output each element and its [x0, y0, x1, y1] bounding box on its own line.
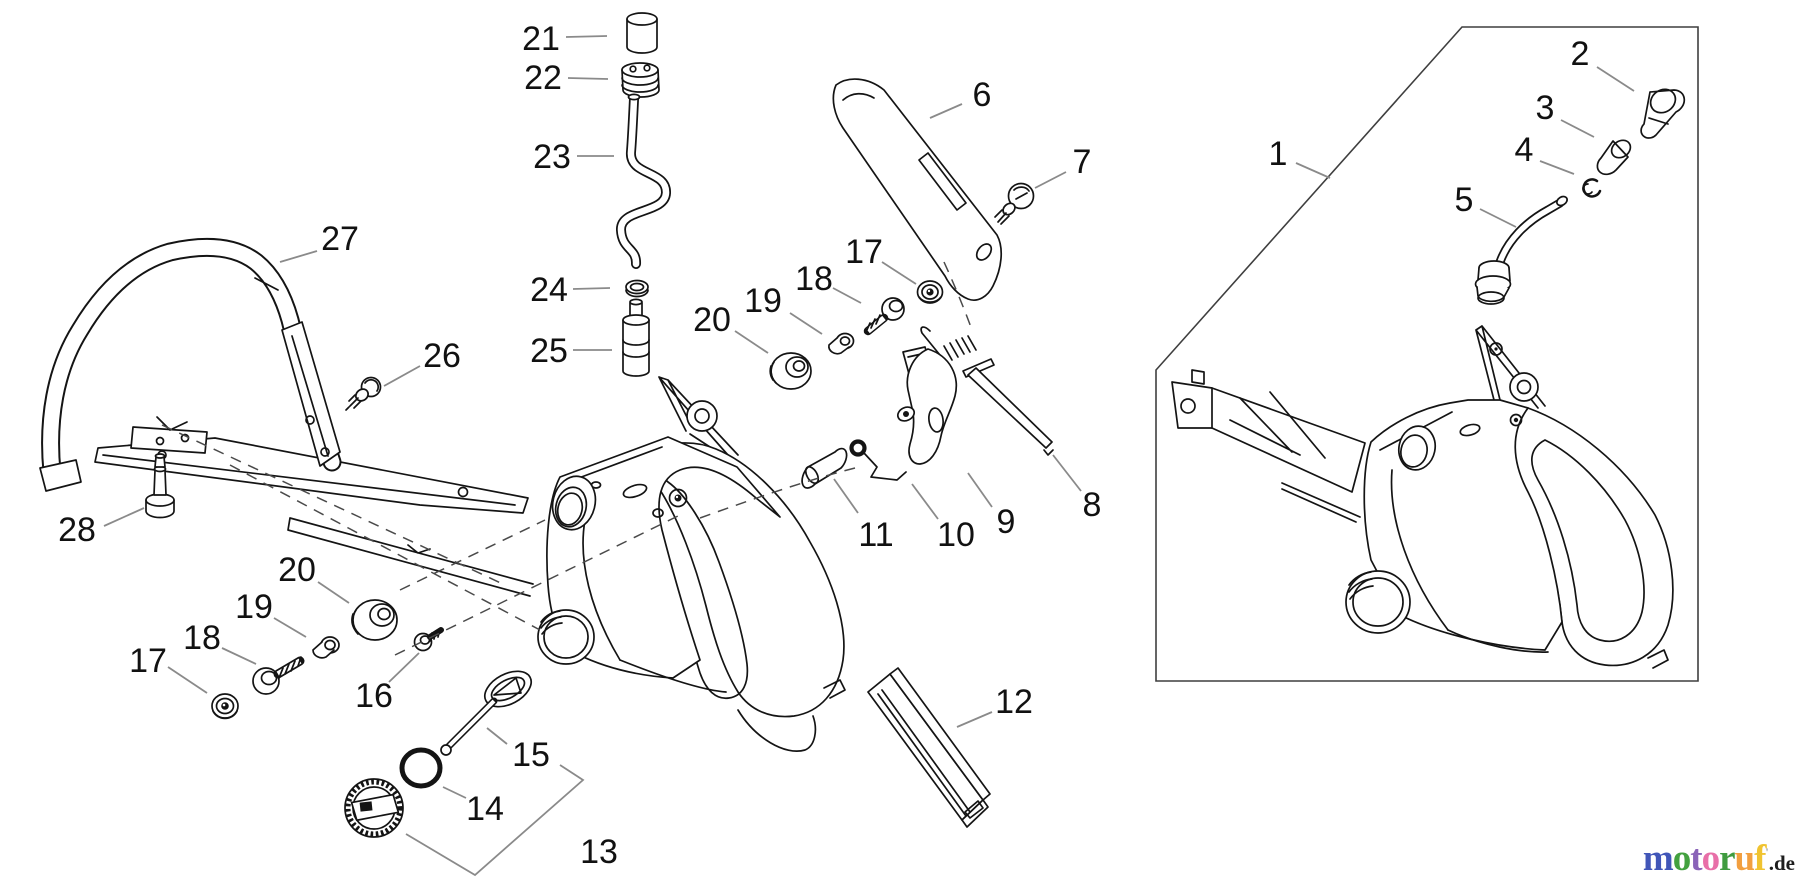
part-label-n10: 10	[937, 516, 975, 554]
leader-line-n17b	[881, 261, 917, 285]
part-label-n25: 25	[530, 332, 568, 370]
part-label-n23: 23	[533, 138, 571, 176]
leader-line-n8	[1052, 454, 1082, 492]
leader-line-n1	[1295, 162, 1331, 179]
leader-line-n5	[1479, 208, 1517, 228]
leader-line-n26	[383, 365, 421, 387]
leader-line-n19b	[789, 312, 823, 335]
motoruf-logo: motoruf'.de	[1643, 840, 1795, 877]
part-label-n14: 14	[466, 790, 504, 828]
leader-line-n7	[1034, 171, 1067, 189]
logo-letter: m	[1642, 838, 1674, 879]
tank-vent-parts-drawing	[1474, 88, 1686, 305]
logo-letter: f	[1754, 838, 1766, 879]
chassis-rails-drawing	[94, 437, 534, 597]
part-label-n24: 24	[530, 271, 568, 309]
motoruf-logo-tld: .de	[1768, 851, 1795, 875]
part-label-n26: 26	[423, 337, 461, 375]
part-label-n19a: 19	[235, 588, 273, 626]
leader-line-n27	[279, 250, 318, 263]
part-label-n4: 4	[1515, 131, 1534, 169]
part-label-n18b: 18	[795, 260, 833, 298]
leader-line-n20b	[734, 330, 769, 354]
part-label-n13: 13	[580, 833, 618, 871]
leader-line-n12	[956, 711, 993, 728]
part-label-n28: 28	[58, 511, 96, 549]
assembled-housing-drawing	[1171, 325, 1674, 669]
leader-line-n2	[1596, 66, 1635, 92]
leader-line-n18a	[221, 647, 257, 665]
motoruf-logo-letters: motoruf	[1642, 838, 1767, 879]
handle-insert-12-drawing	[867, 667, 991, 828]
mount-screw-28-drawing	[145, 453, 175, 519]
leader-line-n24	[572, 287, 611, 290]
leader-line-n16	[388, 652, 420, 683]
part-label-n17b: 17	[845, 233, 883, 271]
part-label-n19b: 19	[744, 282, 782, 320]
callout-layer: 1234567891011121314151617181920171819202…	[58, 20, 1635, 877]
front-handlebar-drawing	[39, 237, 342, 492]
inset-box	[1155, 26, 1699, 682]
logo-letter: t	[1690, 838, 1702, 879]
part-label-n21: 21	[522, 20, 560, 58]
part-label-n27: 27	[321, 220, 359, 258]
leader-line-n13	[405, 764, 585, 877]
assembly-alignment-lines	[161, 261, 973, 656]
leader-line-n11	[833, 478, 859, 514]
leader-line-n14	[442, 786, 467, 799]
vent-screw-7-drawing	[994, 182, 1035, 225]
part-label-n5: 5	[1455, 181, 1474, 219]
part-label-n2: 2	[1571, 35, 1590, 73]
leader-line-n9	[967, 472, 993, 508]
fuel-tank-housing-drawing	[537, 376, 846, 752]
logo-letter: r	[1719, 838, 1735, 879]
leader-line-n17a	[167, 666, 208, 694]
part-label-n8: 8	[1083, 486, 1102, 524]
part-label-n17a: 17	[129, 642, 167, 680]
leader-line-n22	[567, 77, 609, 80]
leader-line-n4	[1539, 160, 1575, 175]
leader-line-n21	[565, 35, 608, 38]
leader-line-n18b	[832, 287, 862, 304]
part-label-n22: 22	[524, 59, 562, 97]
lower-grommet-set-drawing	[211, 599, 398, 720]
top-cover-6-drawing	[832, 78, 1003, 301]
part-label-n18a: 18	[183, 619, 221, 657]
part-label-n9: 9	[997, 503, 1016, 541]
part-label-n11: 11	[858, 516, 893, 554]
leader-line-n28	[103, 507, 145, 527]
leader-line-n10	[911, 483, 939, 520]
part-label-n20b: 20	[693, 301, 731, 339]
leader-line-n20a	[317, 581, 350, 604]
part-label-n16: 16	[355, 677, 393, 715]
part-label-n20a: 20	[278, 551, 316, 589]
part-label-n3: 3	[1536, 89, 1555, 127]
logo-letter: o	[1672, 838, 1691, 879]
logo-letter: o	[1701, 838, 1720, 879]
part-label-n12: 12	[995, 683, 1033, 721]
logo-letter: u	[1734, 838, 1756, 879]
motoruf-logo-mark: '	[1765, 845, 1769, 859]
oil-cap-group-drawing	[344, 627, 533, 838]
part-label-n6: 6	[973, 76, 992, 114]
part-label-n15: 15	[512, 736, 550, 774]
throttle-trigger-group-drawing	[801, 326, 1054, 489]
leader-line-n6	[929, 103, 963, 119]
part-label-n7: 7	[1073, 143, 1092, 181]
leader-line-n15	[486, 727, 508, 745]
screw-26-drawing	[345, 376, 382, 411]
upper-grommet-set-drawing	[769, 280, 944, 390]
fuel-line-parts-drawing	[616, 12, 671, 377]
leader-line-n19a	[273, 617, 307, 638]
leader-line-n3	[1560, 119, 1595, 138]
part-label-n1: 1	[1269, 135, 1288, 173]
